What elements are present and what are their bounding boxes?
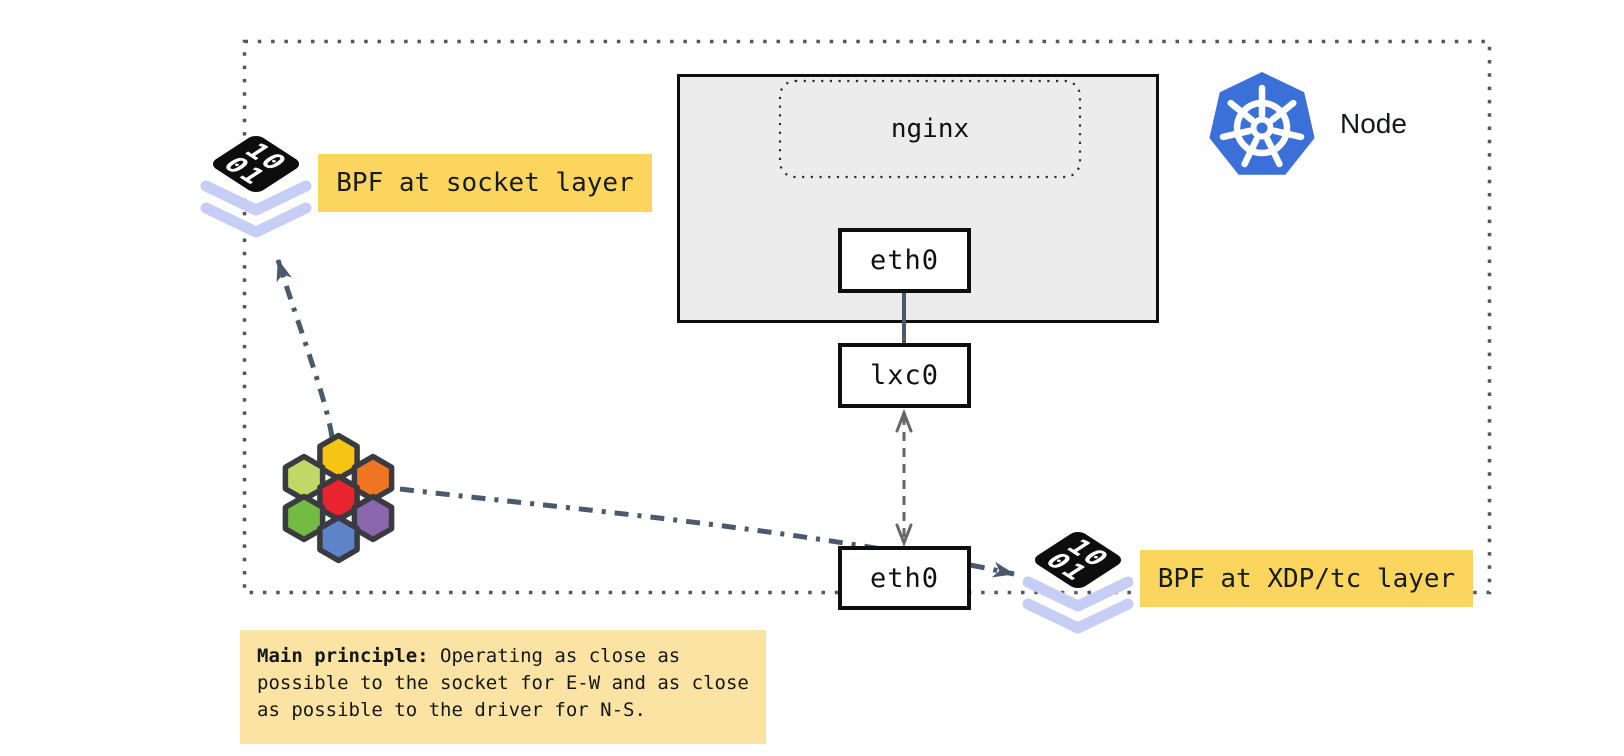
dashed-arrowhead-down [895, 523, 913, 548]
main-principle-note: Main principle: Operating as close as po… [240, 630, 766, 744]
cilium-hex-upper-right [351, 453, 395, 503]
cilium-logo-icon [282, 432, 395, 564]
pod-eth0-interface-box: eth0 [838, 228, 971, 293]
node-label: Node [1340, 108, 1407, 139]
cilium-hex-center [317, 473, 360, 523]
note-body: Operating as close as possible to the so… [257, 645, 749, 721]
nginx-container-label: nginx [890, 114, 970, 144]
host-eth0-interface-box: eth0 [838, 546, 971, 610]
cilium-to-socket-bpf-arrow [275, 259, 335, 438]
cilium-hex-upper-left [282, 453, 326, 503]
cilium-hex-bottom [317, 514, 360, 564]
kubernetes-logo-icon [1209, 72, 1315, 175]
cilium-hex-lower-right [351, 493, 395, 543]
bpf-xdp-tc-layer-icon [1018, 520, 1138, 634]
note-title: Main principle: [257, 645, 429, 667]
cilium-hex-top [317, 432, 360, 482]
dashed-arrowhead-up [895, 408, 913, 433]
bpf-xdp-tc-layer-label: BPF at XDP/tc layer [1140, 550, 1473, 607]
cilium-hex-lower-left [282, 493, 326, 543]
kubernetes-helm-wheel [1219, 84, 1305, 168]
kubernetes-heptagon [1209, 72, 1315, 175]
bpf-socket-layer-icon [196, 124, 316, 238]
bpf-socket-layer-label: BPF at socket layer [318, 154, 652, 212]
lxc0-interface-box: lxc0 [838, 343, 971, 408]
